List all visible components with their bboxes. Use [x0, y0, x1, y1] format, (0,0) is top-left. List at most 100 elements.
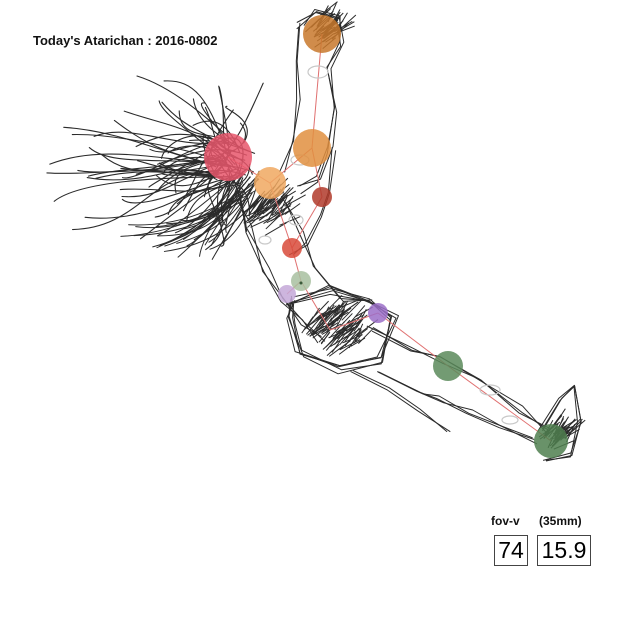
torso-outline — [238, 184, 319, 344]
hair-strand — [166, 181, 233, 225]
hip-outline — [285, 293, 392, 371]
torso-hatching — [274, 197, 294, 214]
hand-hatching — [338, 12, 348, 28]
hand-joint — [303, 15, 341, 53]
ghost-ellipse — [307, 65, 329, 79]
hip-left-joint — [278, 285, 296, 303]
leg-outline — [377, 371, 535, 440]
fov-v-value-box[interactable]: 74 — [494, 535, 528, 566]
hip-hatching — [326, 344, 340, 356]
torso-hatching — [265, 198, 281, 212]
torso-hatching — [250, 217, 271, 228]
leg-outline — [350, 370, 451, 433]
foot-outline — [537, 385, 578, 461]
hip-hatching — [349, 305, 366, 323]
fov-v-label: fov-v — [491, 514, 520, 528]
hip-hatching — [315, 310, 333, 320]
hand-hatching — [320, 1, 338, 16]
torso-hatching — [284, 194, 306, 207]
hair-strand — [177, 173, 260, 258]
torso-hatching — [257, 196, 272, 216]
shoulder-joint — [293, 129, 331, 167]
hip-outline — [286, 290, 399, 367]
hip-hatching — [312, 328, 325, 339]
hip-hatching — [357, 328, 374, 344]
hair-strand — [174, 174, 233, 234]
head-joint — [204, 133, 252, 181]
hair-strand — [176, 163, 251, 205]
hip-hatching — [329, 321, 345, 339]
hair-strand — [211, 192, 253, 260]
skeleton-bone-lines — [227, 33, 552, 442]
spine-joint — [291, 271, 311, 291]
arm-outline — [279, 27, 300, 173]
torso-hatching — [271, 194, 288, 216]
hip-hatching — [330, 335, 348, 347]
torso-hatching — [284, 203, 301, 215]
hair-strand — [209, 188, 257, 250]
hip-right-joint — [368, 303, 388, 323]
bone-line — [447, 365, 552, 442]
focal-length-label: (35mm) — [539, 514, 582, 528]
hip-hatching — [344, 324, 360, 335]
torso-hatching — [270, 209, 291, 222]
hip-hatching — [354, 323, 364, 343]
hair-strand — [208, 177, 259, 243]
hip-hatching — [339, 339, 361, 351]
torso-hatching — [269, 194, 287, 214]
arm-outline — [296, 12, 342, 187]
neck-joint — [254, 167, 286, 199]
hip-hatching — [328, 294, 343, 310]
torso-outline — [280, 195, 367, 301]
page-title: Today's Atarichan : 2016-0802 — [33, 33, 218, 48]
ghost-ellipse — [288, 214, 304, 226]
hip-hatching — [343, 321, 360, 343]
hip-hatching — [338, 344, 353, 355]
hair-strand — [225, 171, 244, 233]
chest-joint — [282, 238, 302, 258]
hip-hatching — [336, 302, 348, 315]
focal-length-value-box[interactable]: 15.9 — [537, 535, 591, 566]
bone-line — [311, 33, 323, 149]
hair-strand — [159, 176, 251, 247]
hip-hatching — [328, 340, 351, 357]
hip-hatching — [320, 331, 331, 345]
arm-outline — [299, 9, 341, 187]
hip-hatching — [329, 308, 345, 322]
hip-hatching — [347, 312, 363, 333]
hair-strand — [163, 194, 261, 252]
ghost-ellipse — [258, 235, 272, 245]
ghost-ellipse — [501, 415, 519, 425]
torso-hatching — [258, 210, 273, 221]
hair-strand — [210, 183, 250, 246]
hip-hatching — [332, 311, 349, 322]
hip-hatching — [325, 331, 343, 351]
knee-joint — [433, 351, 463, 381]
hair-strand — [161, 135, 219, 159]
hip-hatching — [343, 313, 353, 324]
hip-hatching — [334, 300, 345, 317]
foot-outline — [542, 385, 582, 462]
hair-strand — [183, 177, 232, 230]
leg-outline — [366, 325, 550, 432]
hip-hatching — [341, 299, 363, 321]
hair-strand — [186, 179, 228, 222]
skeleton-joints — [204, 15, 568, 458]
hip-hatching — [334, 325, 349, 345]
fov-v-value: 74 — [498, 537, 524, 563]
hair-strand — [222, 176, 237, 227]
hip-outline — [287, 288, 391, 375]
torso-hatching — [243, 208, 266, 224]
foot-joint — [534, 424, 568, 458]
hair-strand — [164, 182, 244, 247]
torso-hatching — [264, 222, 287, 236]
torso-hatching — [265, 214, 281, 230]
hip-hatching — [318, 327, 332, 343]
hip-hatching — [342, 334, 363, 344]
hair-strand — [84, 164, 220, 219]
hip-hatching — [332, 319, 351, 340]
hair-strand — [225, 105, 248, 144]
arm-outline — [284, 22, 301, 173]
focal-length-value: 15.9 — [541, 537, 587, 563]
